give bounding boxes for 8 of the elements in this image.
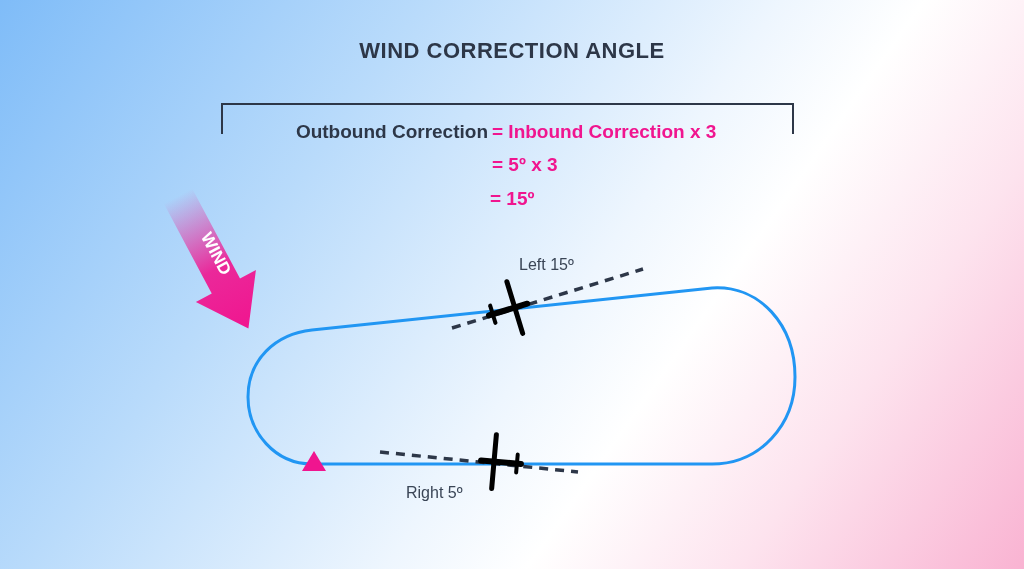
formula-text: = 5º x 3 — [492, 154, 558, 176]
formula-text: Outbound Correction — [295, 121, 488, 143]
title: WIND CORRECTION ANGLE — [358, 38, 666, 64]
formula-text: = 15º — [490, 188, 535, 210]
heading-label: Left 15º — [519, 256, 574, 274]
wind-label: WIND — [196, 229, 236, 279]
formula-text: = Inbound Correction x 3 — [492, 121, 717, 143]
heading-label: Right 5º — [406, 484, 463, 502]
